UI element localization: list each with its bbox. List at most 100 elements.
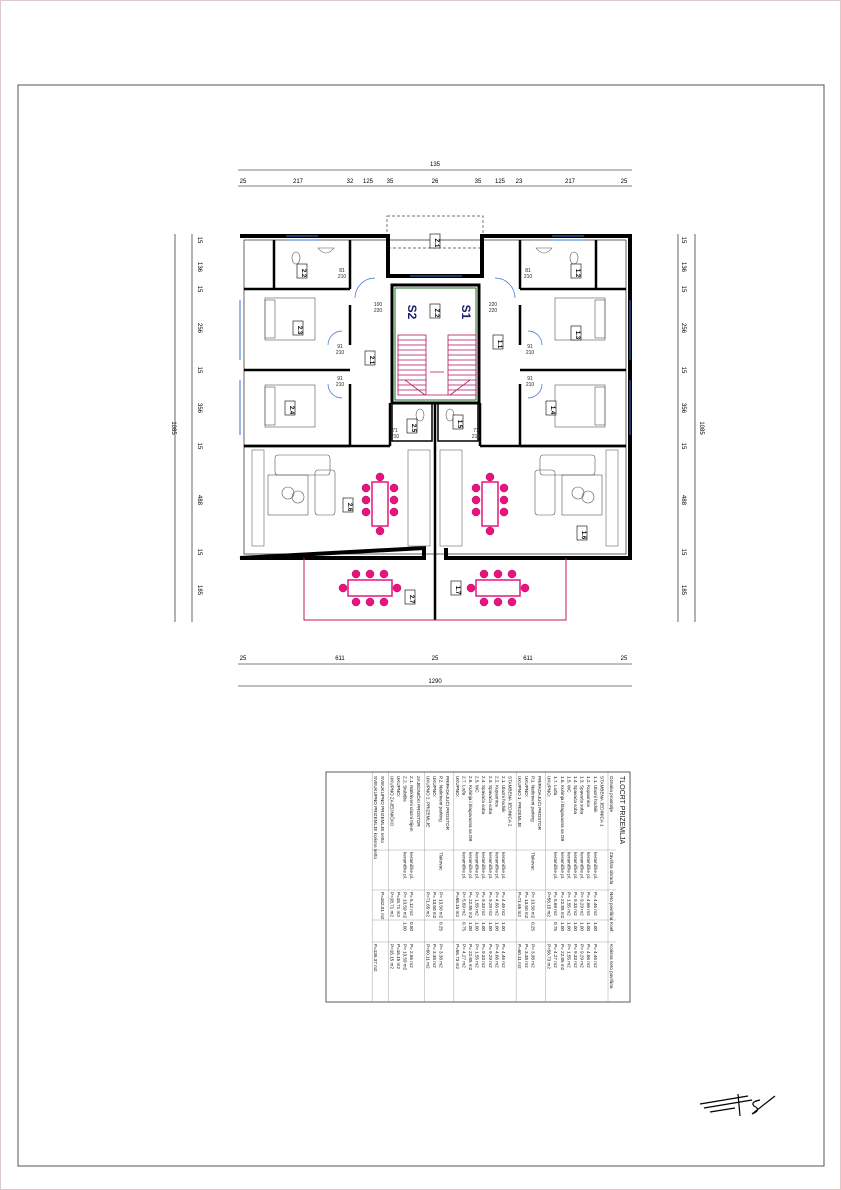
table-cell: 1.00 bbox=[580, 922, 585, 931]
dim-left: 488 bbox=[196, 495, 202, 506]
door-tag: 220 bbox=[489, 308, 498, 314]
door-tag: 81 bbox=[339, 268, 345, 274]
stair-label-left: S2 bbox=[405, 305, 419, 320]
table-cell: keramičke pl. bbox=[403, 852, 408, 879]
dim-top: 217 bbox=[293, 179, 304, 185]
table-cell: 2.5. WC bbox=[475, 776, 480, 793]
table-cell: P= 1.55 m2 bbox=[475, 944, 480, 968]
table-cell: 1.00 bbox=[488, 922, 493, 931]
dim-top: 25 bbox=[240, 179, 247, 185]
dim-left: 15 bbox=[196, 367, 202, 374]
room-label-2.7-box bbox=[404, 589, 416, 605]
dining-set-4 bbox=[466, 569, 530, 607]
table-cell: P= 4.66 m2 bbox=[494, 944, 499, 968]
table-cell: P= 2.56 m2 bbox=[409, 944, 414, 968]
door-tag: 210 bbox=[336, 382, 345, 388]
room-label-1.1-box bbox=[492, 334, 504, 350]
bathroom-fixtures bbox=[291, 247, 579, 422]
table-cell: STAMBENA JEDINICA 1 bbox=[599, 776, 604, 827]
table-cell: 0.75 bbox=[553, 922, 558, 931]
table-cell: keramičke pl. bbox=[553, 852, 558, 879]
table-cell: ZAJEDNIČKI PROSTOR bbox=[416, 776, 422, 827]
windows bbox=[239, 235, 631, 435]
table-cell: P= 4.66 m2 bbox=[586, 944, 591, 968]
dim-right: 356 bbox=[680, 403, 686, 414]
table-cell: P= 4.46 m2 bbox=[501, 944, 506, 968]
room-label-1.3: 1.3 bbox=[574, 331, 580, 340]
table-cell: P= 4.66 m2 bbox=[586, 892, 591, 916]
table-cell: P=18.71 m2 bbox=[396, 892, 401, 917]
table-cell: Tlakovac bbox=[530, 852, 535, 871]
door-tag: 91 bbox=[527, 344, 533, 350]
table-cell: P.1. Natkriveni parking bbox=[530, 776, 535, 822]
table-cell: 1.00 bbox=[468, 922, 473, 931]
dim-top: 125 bbox=[495, 179, 506, 185]
door-tag: 210 bbox=[526, 350, 535, 356]
table-cell: keramičke pl. bbox=[468, 852, 473, 879]
table-cell: 0.25 bbox=[530, 922, 535, 931]
dim-left: 15 bbox=[196, 286, 202, 293]
table-cell: keramičke pl. bbox=[573, 852, 578, 879]
table-cell: 1.5. WC bbox=[566, 776, 571, 793]
dim-right: 15 bbox=[680, 286, 686, 293]
table-cell: 2.7. Lođa bbox=[461, 776, 466, 796]
dim-right: 15 bbox=[680, 443, 686, 450]
wc-right bbox=[437, 402, 479, 442]
table-cell: keramičke pl. bbox=[586, 852, 591, 879]
table-cell: P= 13.50 m2 bbox=[432, 892, 437, 919]
door-tag: 210 bbox=[391, 434, 400, 440]
table-cell: keramičke pl. bbox=[593, 852, 598, 879]
stair-flights bbox=[397, 334, 477, 396]
dim-bottom: 25 bbox=[621, 656, 628, 662]
table-cell: UKUPNO: bbox=[396, 776, 401, 797]
table-cell: keramičke pl. bbox=[560, 852, 565, 879]
beds bbox=[264, 297, 606, 428]
table-cell: P=56.73 m2 bbox=[455, 944, 460, 969]
room-label-1.6-box bbox=[576, 525, 588, 541]
door-tag: 210 bbox=[338, 274, 347, 280]
room-label-2.5-box bbox=[406, 418, 418, 434]
room-label-1.3-box bbox=[570, 325, 582, 341]
room-label-2.5: 2.5 bbox=[410, 424, 416, 433]
table-cell: P=16.15 m2 bbox=[389, 944, 394, 969]
table-cell: 1.7. Lođa bbox=[553, 776, 558, 796]
table-cell: P=58.15 m2 bbox=[547, 892, 552, 917]
table-cell: P= 4.46 m2 bbox=[593, 892, 598, 916]
table-cell: keramičke pl. bbox=[494, 852, 499, 879]
table-cell: keramičke pl. bbox=[461, 852, 466, 879]
dim-right: 488 bbox=[680, 495, 686, 506]
door-tag: 91 bbox=[527, 376, 533, 382]
table-cell: SVEUKUPNO PRIZEMLJE netto bbox=[380, 776, 385, 843]
room-label-1.6: 1.6 bbox=[580, 531, 586, 540]
table-cell: P=56.73 m2 bbox=[547, 944, 552, 969]
dim-top: 23 bbox=[516, 179, 523, 185]
dim-right: 15 bbox=[680, 237, 686, 244]
table-cell: P= 4.27 m2 bbox=[461, 944, 466, 968]
table-cell: 1.00 bbox=[586, 922, 591, 931]
door-tag: 71 bbox=[473, 428, 479, 434]
table-cell: P= 22.85 m2 bbox=[560, 892, 565, 919]
dim-bottom-total: 1290 bbox=[428, 679, 442, 685]
dim-left: 15 bbox=[196, 549, 202, 556]
door-swings bbox=[327, 277, 543, 399]
kitchen-counters bbox=[251, 449, 619, 547]
table-cell: P= 13.50 m2 bbox=[439, 892, 444, 919]
dim-right: 185 bbox=[680, 585, 686, 596]
dim-left: 15 bbox=[196, 443, 202, 450]
table-cell: P= 5.69 m2 bbox=[461, 892, 466, 916]
table-cell: P= 13.50 m2 bbox=[530, 892, 535, 919]
table-col-header: Neto površina bbox=[609, 892, 614, 921]
wc-left bbox=[391, 402, 433, 442]
table-cell: P=16.15 m2 bbox=[396, 944, 401, 969]
table-cell: P= 22.85 m2 bbox=[560, 944, 565, 971]
table-cell: 2.4. Spavaća soba bbox=[481, 776, 486, 814]
table-cell: P= 9.33 m2 bbox=[481, 944, 486, 968]
table-cell: 1.00 bbox=[494, 922, 499, 931]
table-cell: P=71.65 m2 bbox=[517, 892, 522, 917]
table-cell: P= 22.85 m2 bbox=[468, 892, 473, 919]
table-cell: 1.00 bbox=[475, 922, 480, 931]
table-cell: P= 3.38 m2 bbox=[439, 944, 444, 968]
table-cell: P= 9.29 m2 bbox=[580, 944, 585, 968]
